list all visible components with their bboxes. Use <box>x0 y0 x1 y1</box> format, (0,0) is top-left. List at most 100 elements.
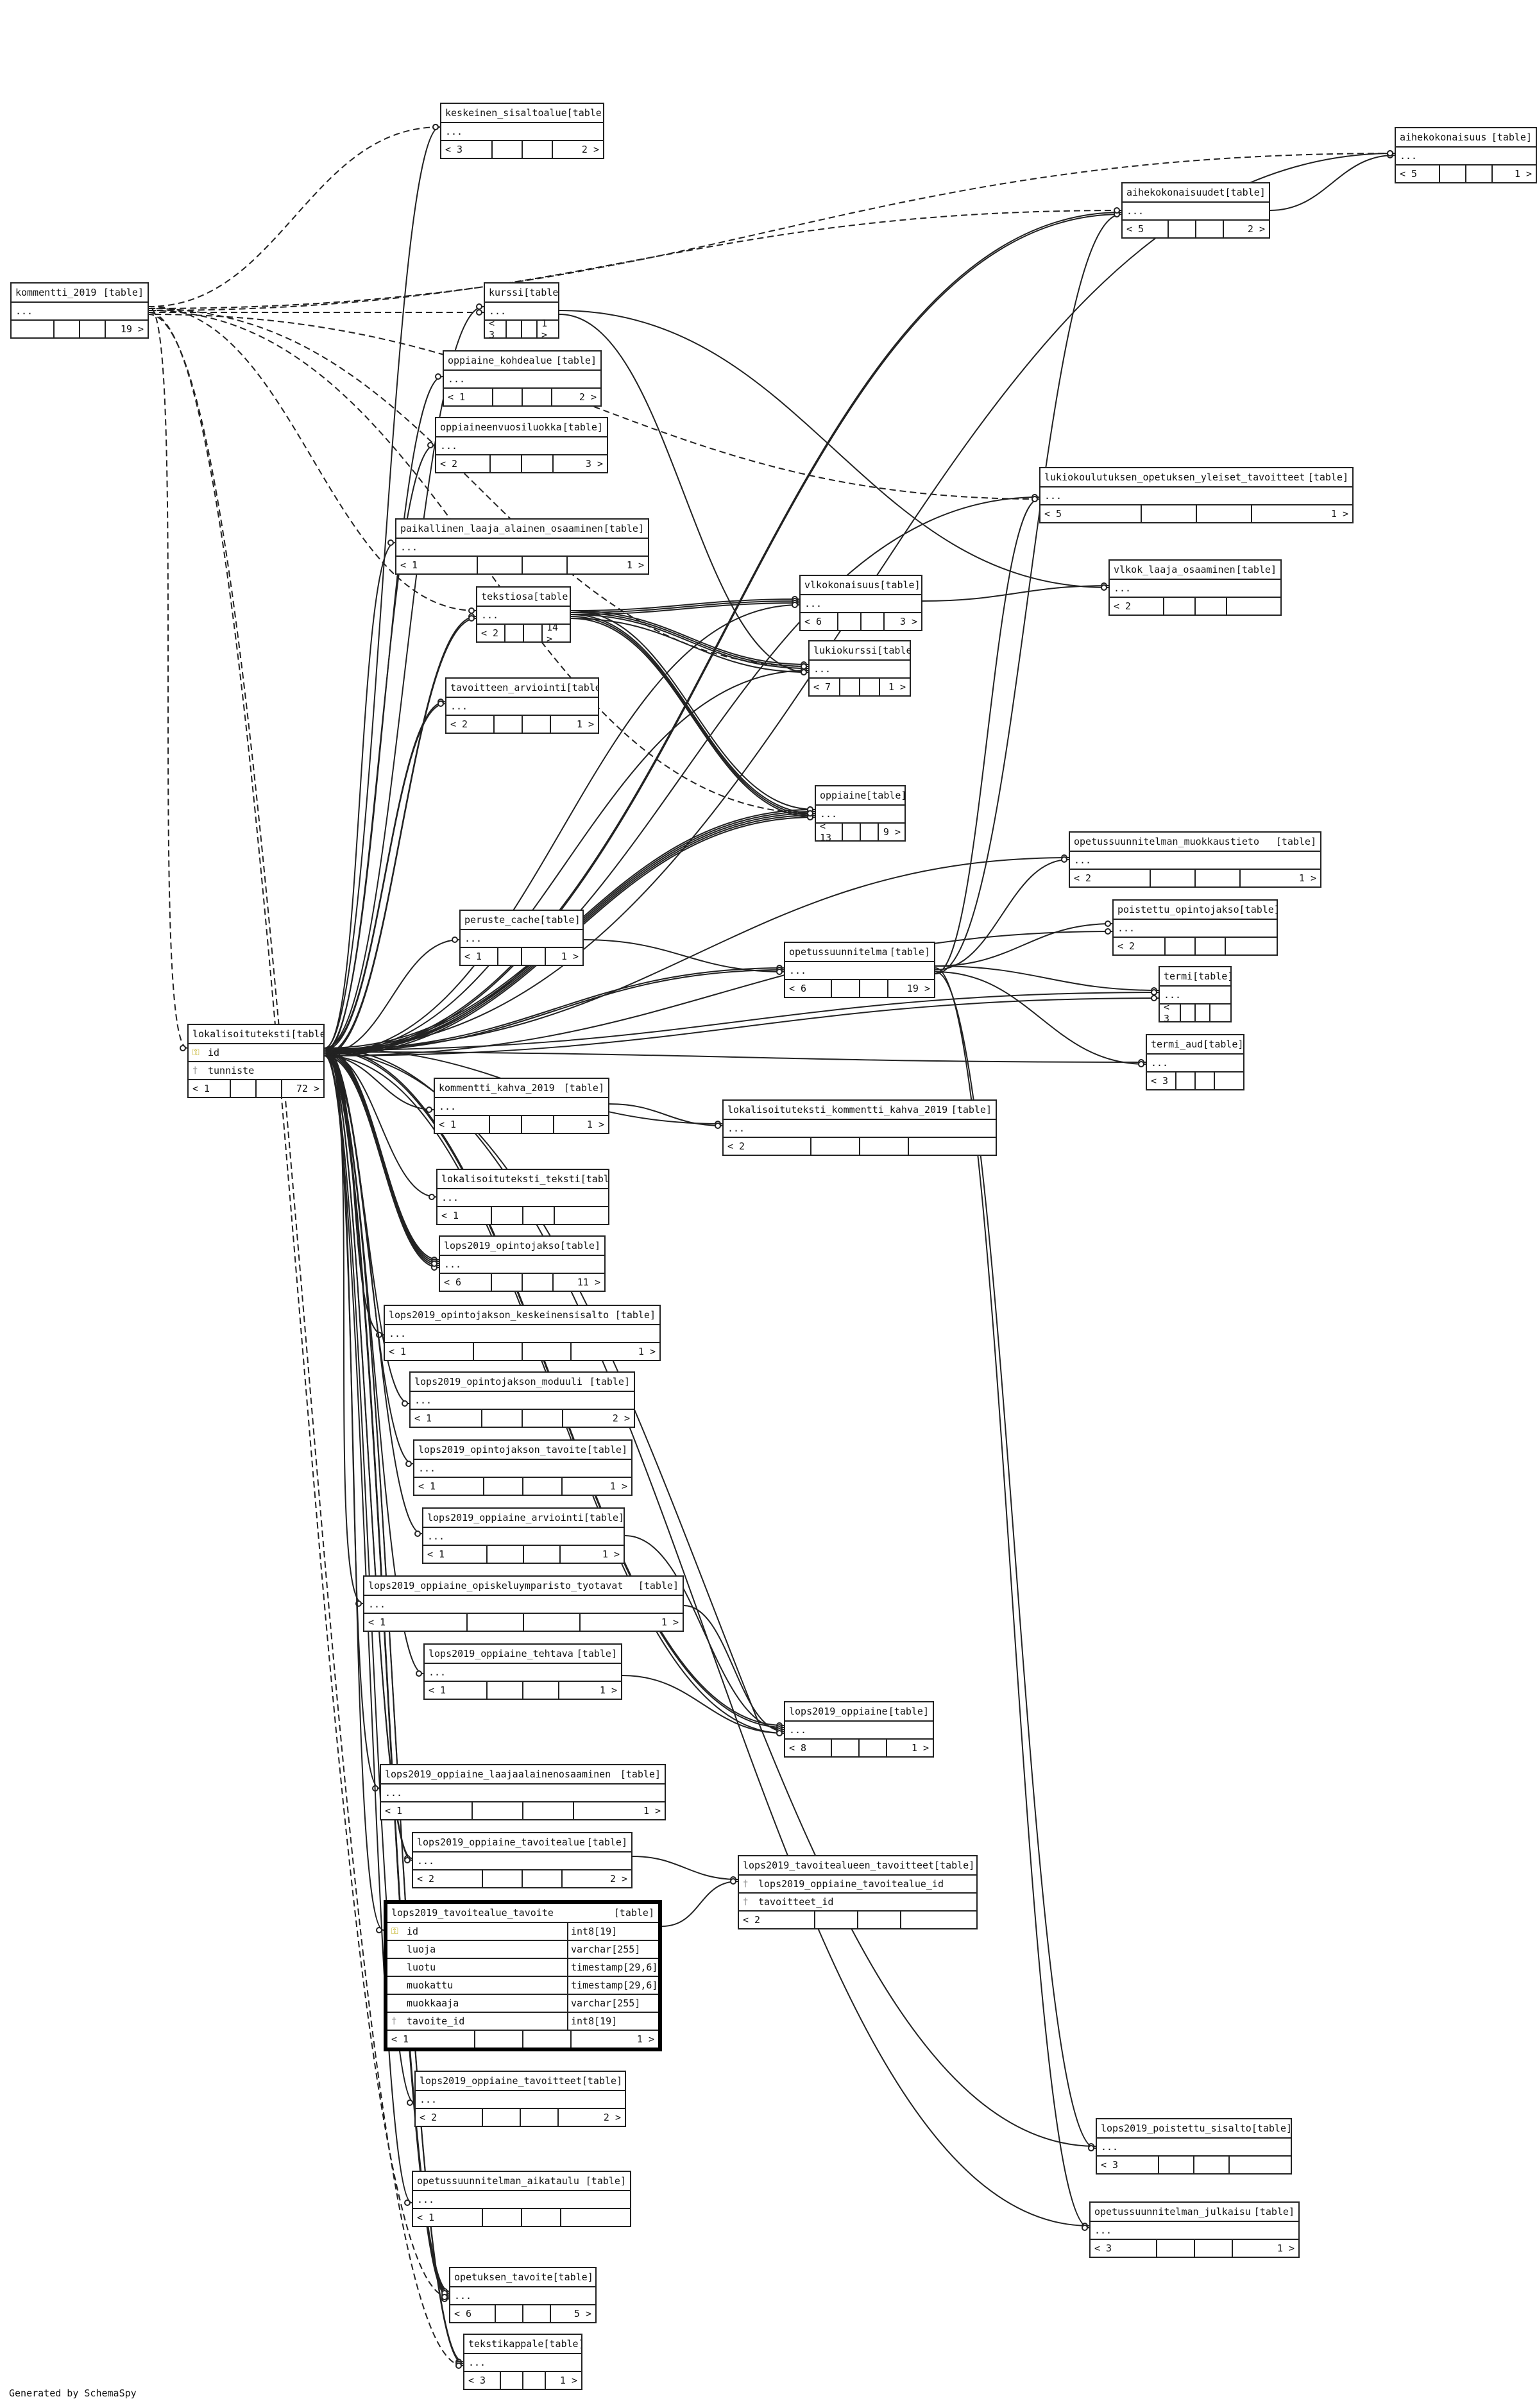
table-tekstiosa[interactable]: tekstiosa[table]...< 214 > <box>476 586 571 645</box>
child-count[interactable]: 14 > <box>547 622 559 645</box>
child-count[interactable]: 1 > <box>609 1480 627 1492</box>
child-count[interactable] <box>1215 1073 1243 1089</box>
columns-collapsed[interactable]: ... <box>416 2091 625 2109</box>
child-count[interactable]: 19 > <box>120 323 144 335</box>
parent-count[interactable]: < 2 <box>1110 598 1164 615</box>
parent-count[interactable]: < 3 <box>1147 1073 1176 1089</box>
table-opetussuunnitelman-muokkaustieto[interactable]: opetussuunnitelman_muokkaustieto[table].… <box>1069 831 1321 888</box>
table-lops2019-oppiaine-tavoitteet[interactable]: lops2019_oppiaine_tavoitteet[table]...< … <box>414 2071 626 2127</box>
parent-count[interactable]: < 3 <box>1160 1001 1181 1024</box>
columns-collapsed[interactable]: ... <box>381 1785 665 1802</box>
table-lops2019-opintojakson-keskeinensisalto[interactable]: lops2019_opintojakson_keskeinensisalto[t… <box>384 1305 661 1361</box>
child-count[interactable]: 1 > <box>576 718 594 730</box>
columns-collapsed[interactable]: ... <box>440 1256 604 1274</box>
columns-collapsed[interactable]: ... <box>437 1189 608 1207</box>
parent-count[interactable]: < 1 <box>461 948 499 965</box>
columns-collapsed[interactable]: ... <box>1147 1055 1243 1073</box>
columns-collapsed[interactable]: ... <box>411 1392 634 1410</box>
columns-collapsed[interactable]: ... <box>1070 852 1320 870</box>
child-count[interactable]: 1 > <box>541 318 548 341</box>
parent-count[interactable]: < 1 <box>435 1116 490 1133</box>
table-lops2019-opintojakson-moduuli[interactable]: lops2019_opintojakson_moduuli[table]...<… <box>409 1371 635 1428</box>
child-count[interactable]: 3 > <box>899 616 917 627</box>
columns-collapsed[interactable]: ... <box>810 661 910 679</box>
child-count[interactable] <box>561 2209 630 2226</box>
child-count[interactable] <box>901 1912 976 1928</box>
columns-collapsed[interactable]: ... <box>444 371 600 389</box>
table-lops2019-oppiaine-tavoitealue[interactable]: lops2019_oppiaine_tavoitealue[table]...<… <box>412 1832 633 1888</box>
columns-collapsed[interactable]: ... <box>464 2354 581 2372</box>
parent-count[interactable]: < 3 <box>485 318 507 341</box>
parent-count[interactable]: < 2 <box>1070 870 1151 886</box>
parent-count[interactable]: < 6 <box>440 1274 493 1291</box>
table-paikallinen-laaja-alainen-osaaminen[interactable]: paikallinen_laaja_alainen_osaaminen[tabl… <box>395 518 649 575</box>
parent-count[interactable]: < 6 <box>785 980 833 997</box>
child-count[interactable] <box>909 1138 996 1155</box>
parent-count[interactable]: < 13 <box>816 820 843 844</box>
column-row[interactable]: †tunniste <box>189 1062 323 1080</box>
parent-count[interactable]: < 2 <box>446 716 495 733</box>
columns-collapsed[interactable]: ... <box>414 1460 631 1478</box>
parent-count[interactable]: < 2 <box>739 1912 816 1928</box>
columns-collapsed[interactable]: ... <box>425 1664 621 1682</box>
parent-count[interactable]: < 8 <box>785 1740 832 1756</box>
column-row[interactable]: †lops2019_oppiaine_tavoitealue_id <box>739 1876 976 1894</box>
table-opetussuunnitelman-aikataulu[interactable]: opetussuunnitelman_aikataulu[table]...< … <box>412 2171 631 2227</box>
child-count[interactable]: 1 > <box>636 2033 654 2045</box>
child-count[interactable]: 1 > <box>638 1346 656 1357</box>
child-count[interactable]: 1 > <box>643 1805 661 1817</box>
columns-collapsed[interactable]: ... <box>724 1120 996 1138</box>
child-count[interactable]: 1 > <box>559 2375 577 2386</box>
parent-count[interactable]: < 1 <box>364 1614 468 1631</box>
parent-count[interactable]: < 2 <box>413 1870 484 1887</box>
table-opetussuunnitelman-julkaisu[interactable]: opetussuunnitelman_julkaisu[table]...< 3… <box>1089 2201 1300 2258</box>
columns-collapsed[interactable]: ... <box>364 1596 683 1614</box>
child-count[interactable]: 1 > <box>602 1548 620 1560</box>
child-count[interactable]: 5 > <box>573 2308 591 2319</box>
child-count[interactable]: 2 > <box>581 144 599 155</box>
parent-count[interactable]: < 3 <box>1097 2157 1159 2173</box>
table-lops2019-tavoitealueen-tavoitteet[interactable]: lops2019_tavoitealueen_tavoitteet[table]… <box>738 1855 978 1929</box>
columns-collapsed[interactable]: ... <box>801 595 921 613</box>
columns-collapsed[interactable]: ... <box>1114 920 1277 938</box>
columns-collapsed[interactable]: ... <box>396 539 648 557</box>
parent-count[interactable]: < 1 <box>437 1207 492 1224</box>
columns-collapsed[interactable]: ... <box>485 303 558 321</box>
child-count[interactable]: 3 > <box>585 458 603 470</box>
child-count[interactable]: 1 > <box>661 1616 679 1628</box>
child-count[interactable]: 72 > <box>296 1083 319 1094</box>
parent-count[interactable]: < 1 <box>414 1478 484 1495</box>
columns-collapsed[interactable]: ... <box>816 806 904 824</box>
parent-count[interactable]: < 5 <box>1123 221 1169 237</box>
parent-count[interactable]: < 1 <box>444 389 494 405</box>
table-lops2019-oppiaine-laajaalainenosaaminen[interactable]: lops2019_oppiaine_laajaalainenosaaminen[… <box>380 1764 666 1820</box>
table-poistettu-opintojakso[interactable]: poistettu_opintojakso[table]...< 2 <box>1112 899 1278 956</box>
table-vlkok-laaja-osaaminen[interactable]: vlkok_laaja_osaaminen[table]...< 2 <box>1108 559 1282 616</box>
child-count[interactable]: 9 > <box>883 826 901 838</box>
parent-count[interactable]: < 3 <box>441 141 493 158</box>
parent-count[interactable]: < 5 <box>1396 165 1440 182</box>
table-lops2019-oppiaine-opiskeluymparisto-tyotavat[interactable]: lops2019_oppiaine_opiskeluymparisto_tyot… <box>363 1575 684 1632</box>
child-count[interactable] <box>1227 598 1280 615</box>
columns-collapsed[interactable]: ... <box>477 607 570 625</box>
parent-count[interactable]: < 2 <box>724 1138 812 1155</box>
parent-count[interactable]: < 1 <box>423 1546 488 1563</box>
parent-count[interactable]: < 1 <box>411 1410 482 1427</box>
child-count[interactable]: 1 > <box>586 1119 604 1130</box>
child-count[interactable]: 11 > <box>577 1276 600 1288</box>
columns-collapsed[interactable]: ... <box>436 437 607 455</box>
table-lukiokurssi[interactable]: lukiokurssi[table]...< 71 > <box>808 640 911 697</box>
table-lokalisoituteksti[interactable]: lokalisoituteksti[table]⚿id†tunniste< 17… <box>187 1024 325 1098</box>
